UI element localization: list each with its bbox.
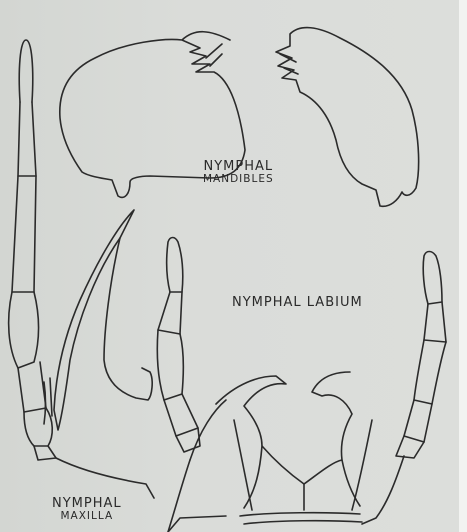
maxilla-label: Nymphal maxilla — [52, 497, 122, 522]
labium-label: Nymphal labium — [232, 296, 363, 310]
maxilla-label-line2: maxilla — [52, 511, 122, 522]
mandibles-label: Nymphal mandibles — [203, 160, 274, 185]
maxilla-label-line1: Nymphal — [52, 497, 122, 511]
mandibles-label-line1: Nymphal — [203, 160, 274, 174]
mandibles-label-line2: mandibles — [203, 174, 274, 185]
labium — [157, 238, 446, 532]
right-mandible — [276, 28, 419, 207]
maxilla — [9, 40, 154, 498]
